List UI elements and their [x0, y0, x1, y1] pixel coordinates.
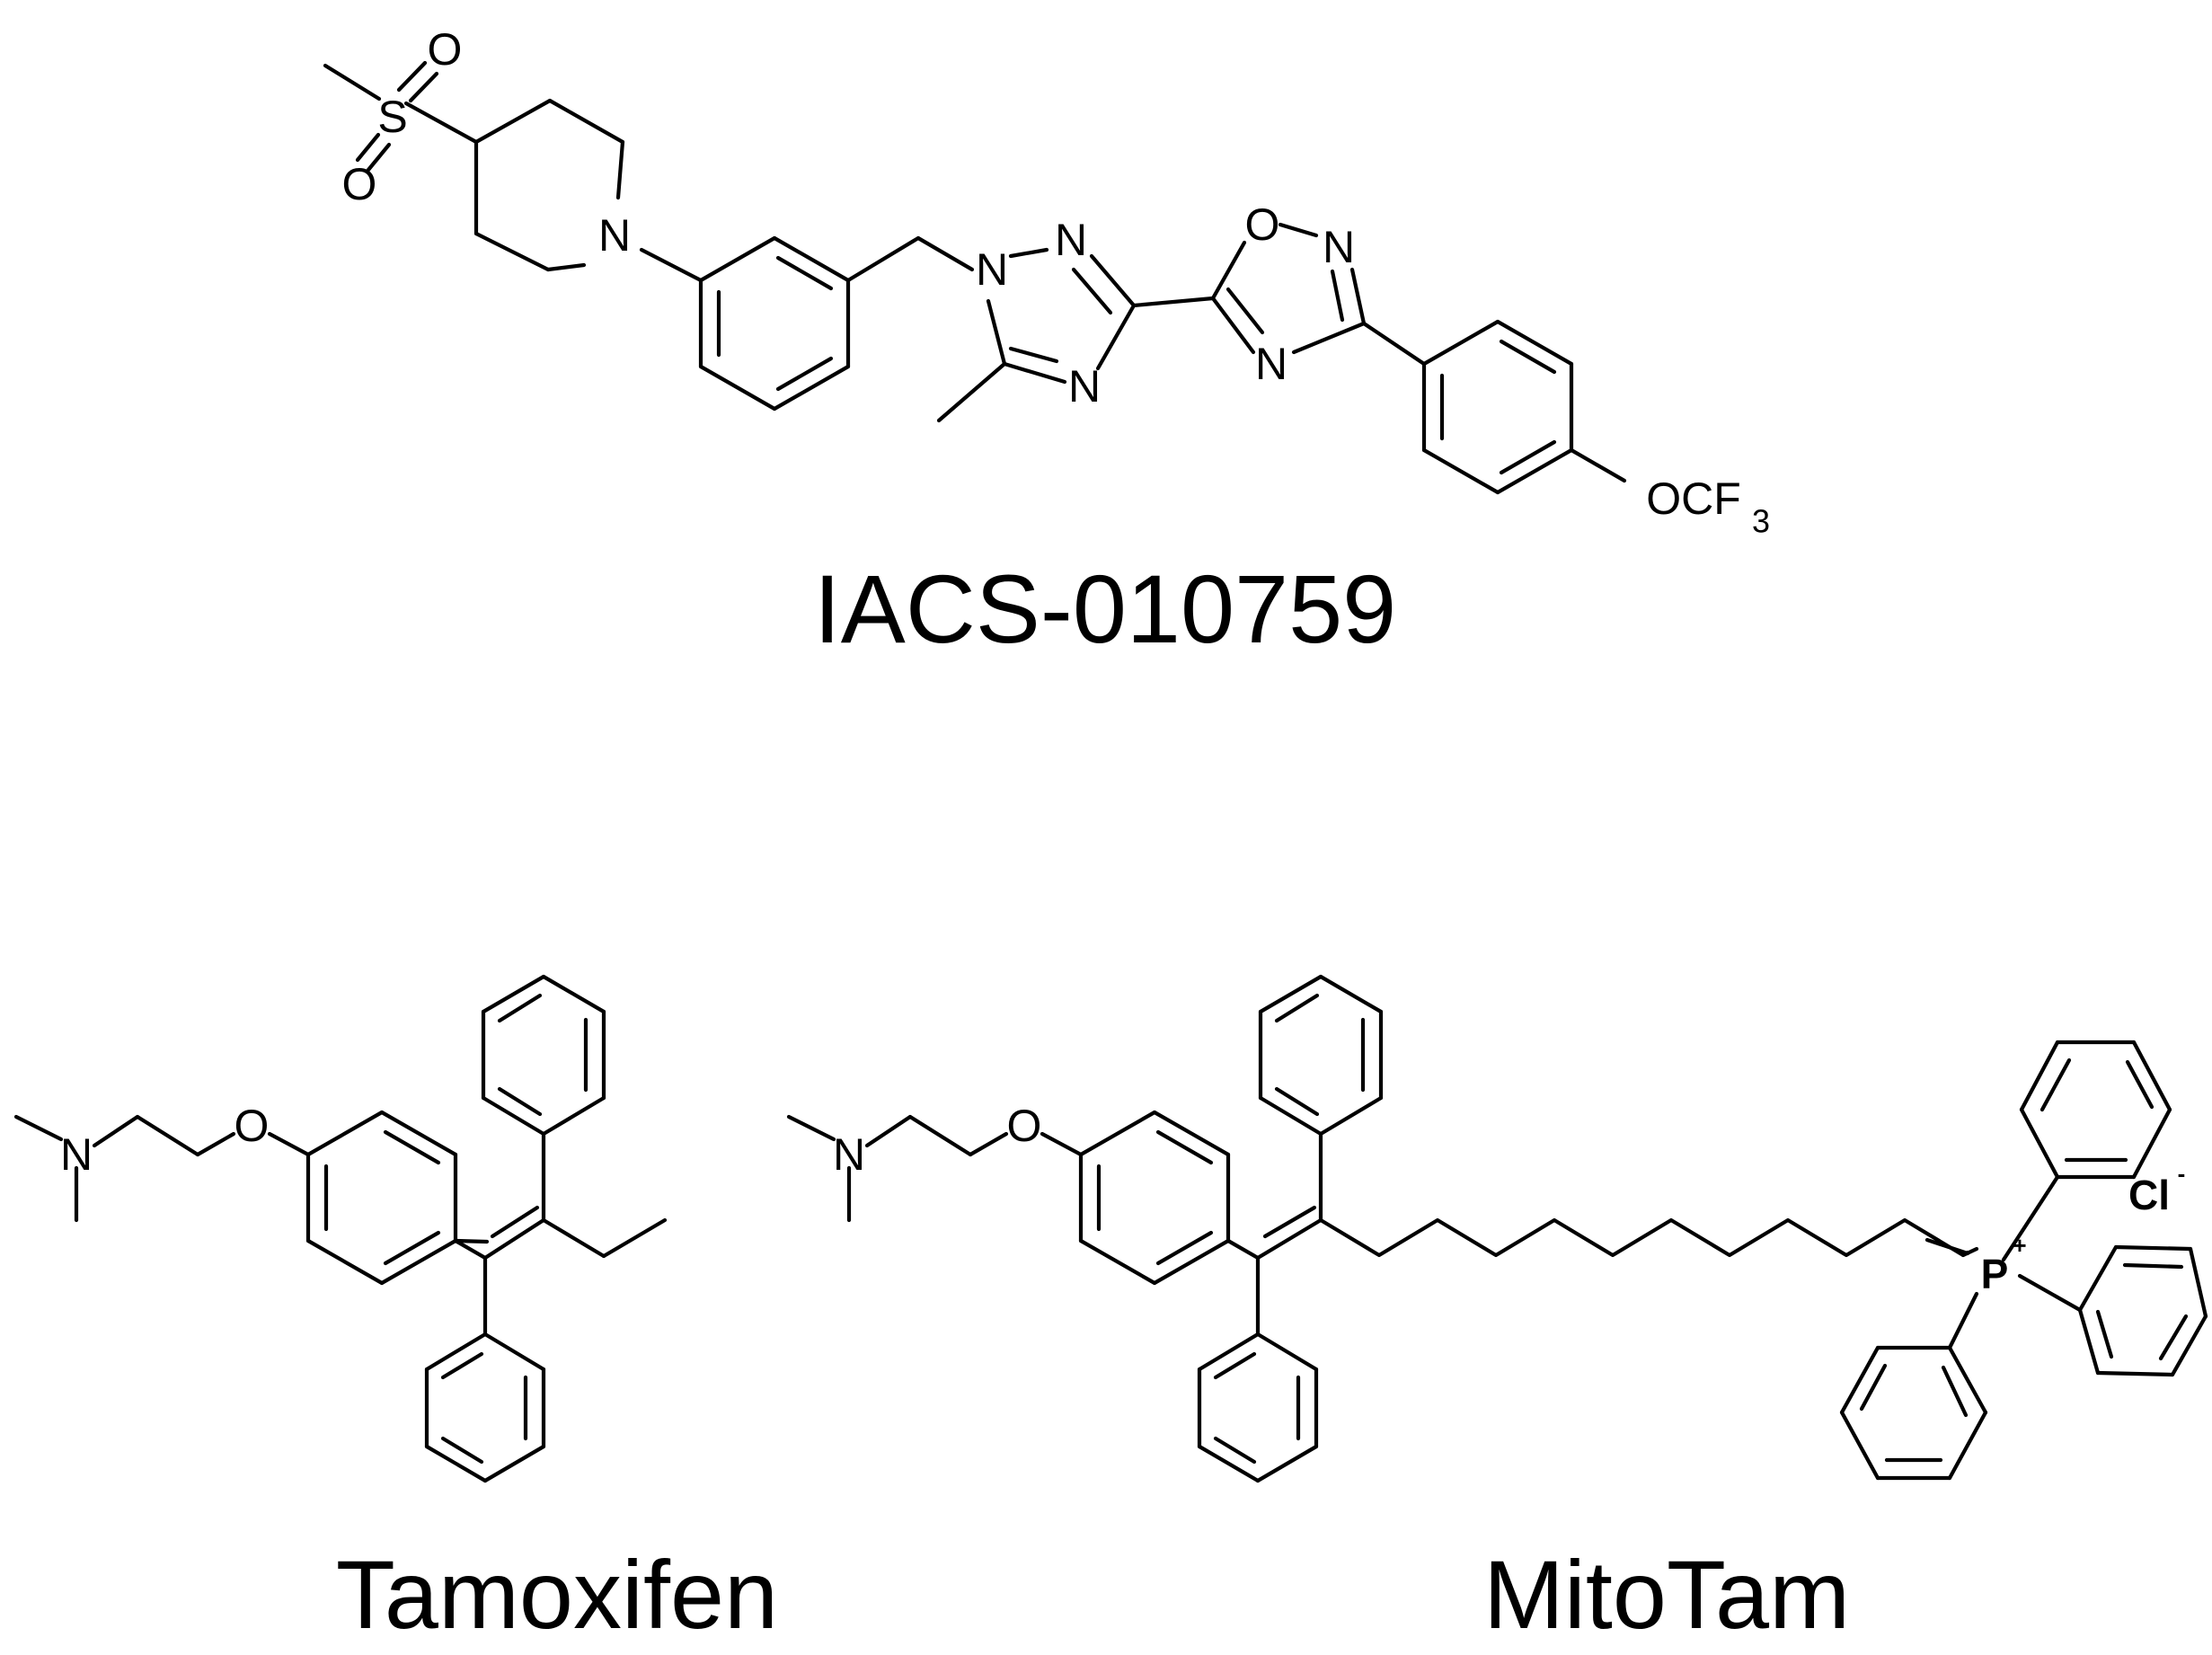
oxadiazole-oxygen-label: O: [1245, 199, 1280, 250]
phosphonium-label: P: [1981, 1251, 2009, 1297]
mitotam-oxygen-label: O: [1007, 1101, 1042, 1151]
chloride-label: Cl: [2128, 1172, 2170, 1218]
sulfur-atom-label: S: [377, 92, 407, 142]
trifluoromethoxy-label: OCF: [1646, 473, 1741, 524]
sulfonyl-oxygen-top-label: O: [428, 24, 463, 75]
piperidine-nitrogen-label: N: [598, 210, 631, 261]
tamoxifen-nitrogen-label: N: [60, 1129, 93, 1180]
oxadiazole-n2-label: N: [1323, 222, 1355, 272]
triazole-n4-label: N: [1068, 361, 1101, 412]
sulfonyl-oxygen-bottom-label: O: [342, 159, 377, 209]
mitotam-structure: N O P + Cl - MitoTam: [786, 974, 2208, 1649]
mitotam-caption: MitoTam: [1483, 1540, 1850, 1649]
triazole-n2-label: N: [1055, 215, 1087, 265]
oxadiazole-n4-label: N: [1255, 339, 1287, 389]
tamoxifen-structure: N O Tamoxifen: [13, 974, 778, 1649]
mitotam-nitrogen-label: N: [833, 1129, 865, 1180]
chloride-charge: -: [2178, 1160, 2186, 1187]
phosphonium-charge: +: [2013, 1232, 2026, 1259]
iacs-010759-caption: IACS-010759: [814, 554, 1396, 663]
tamoxifen-oxygen-label: O: [234, 1101, 270, 1151]
tamoxifen-caption: Tamoxifen: [336, 1540, 778, 1649]
triazole-n1-label: N: [976, 244, 1008, 295]
trifluoromethoxy-subscript: 3: [1752, 503, 1770, 540]
iacs-010759-structure: S O O N N N N O N N OCF 3 IACS-010759: [323, 24, 1770, 663]
